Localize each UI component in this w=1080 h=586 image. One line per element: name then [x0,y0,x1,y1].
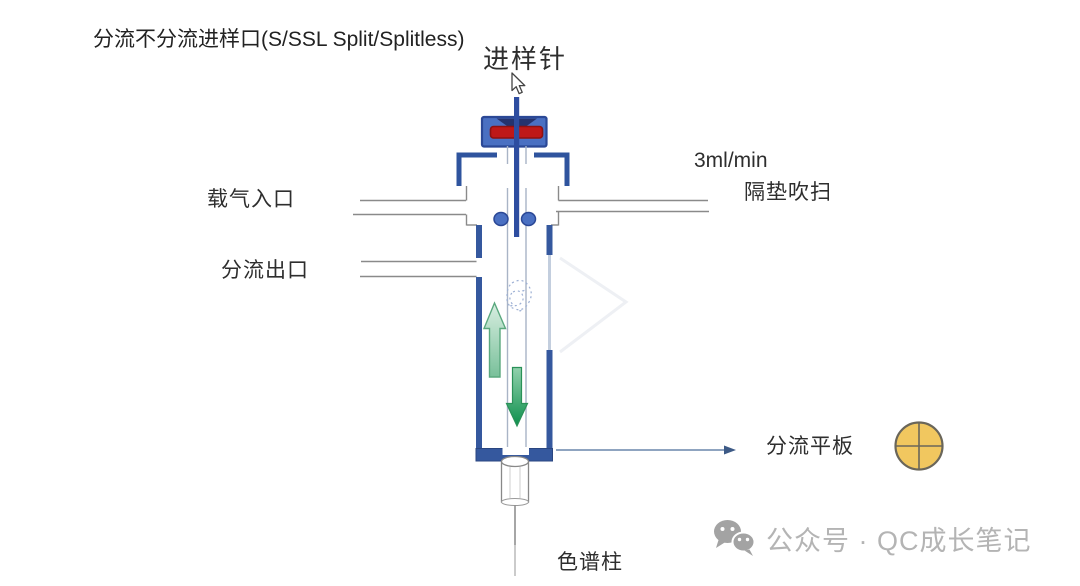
carrier-gas-lines [353,186,477,226]
inlet-base [475,447,553,462]
injection-needle [514,97,520,237]
column-nut [500,455,530,506]
flow-arrow-down [505,366,529,428]
vaporization-chamber [476,225,553,451]
ferrule-seals [493,211,537,227]
ghost-artifact [559,256,629,354]
septum-purge-label: 隔垫吹扫 [744,181,832,204]
flow-arrow-up [482,301,507,378]
watermark-text: 公众号 · QC成长笔记 [766,525,1032,556]
split-outlet-lines [360,260,477,278]
crossed-circle-icon [894,421,944,471]
split-plate-pointer [556,445,736,455]
septum-purge-lines [551,186,709,226]
flow-rate-label: 3ml/min [694,149,768,172]
watermark: 公众号 · QC成长笔记 [711,518,1032,558]
wechat-icon [714,520,756,556]
split-outlet-label: 分流出口 [221,259,309,282]
carrier-gas-inlet-label: 载气入口 [207,188,295,211]
column-label: 色谱柱 [557,551,623,574]
split-plate-label: 分流平板 [766,435,854,458]
needle-label: 进样针 [483,44,568,74]
sample-vapor-cloud [506,279,532,312]
mouse-cursor-icon [511,72,526,95]
inlet-top-body [456,152,570,186]
page-title: 分流不分流进样口(S/SSL Split/Splitless) [93,28,465,51]
